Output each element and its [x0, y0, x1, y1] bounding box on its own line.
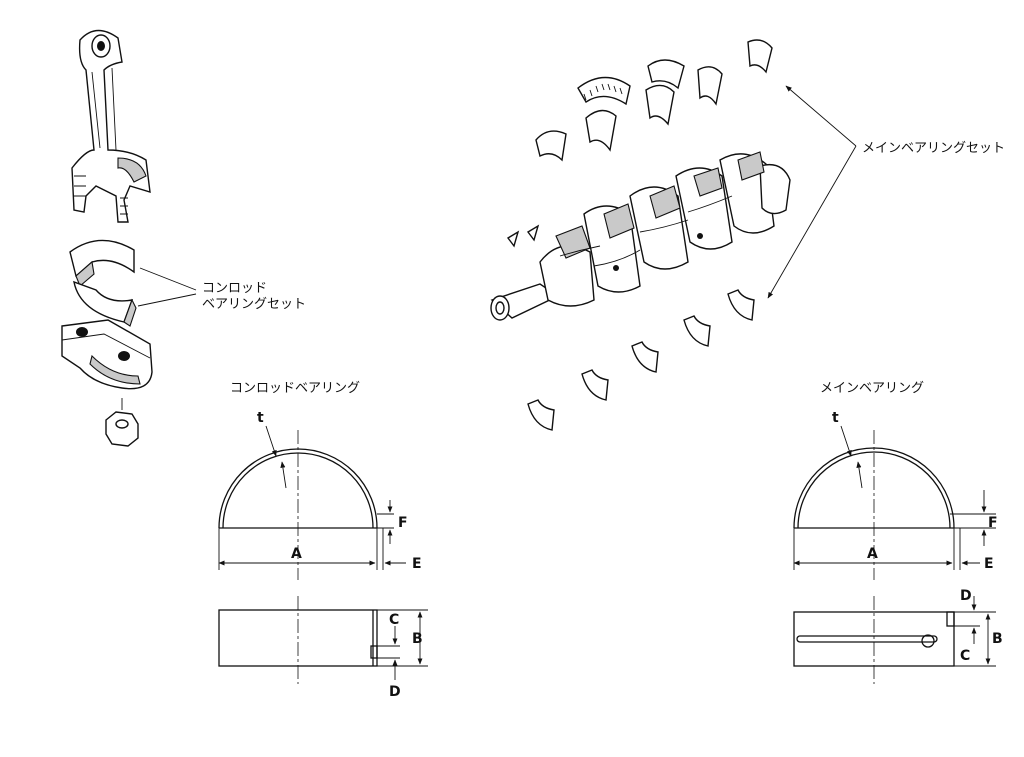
- dim-B-conrod: B: [412, 631, 423, 647]
- dim-F-main: F: [988, 515, 998, 531]
- conrod-cap-illustration: [61, 319, 153, 390]
- conrod-bearing-set-callout: コンロッド ベアリングセット: [137, 267, 306, 312]
- dim-A-conrod: A: [291, 546, 302, 562]
- conrod-bearing-shells-illustration: [69, 239, 137, 327]
- conrod-bearing-set-label-line2: ベアリングセット: [202, 297, 306, 312]
- crankshaft-illustration: [490, 151, 791, 321]
- dim-A-main: A: [867, 546, 878, 562]
- conrod-nut-illustration: [105, 398, 139, 447]
- dim-B-main: B: [992, 631, 1003, 647]
- dim-E-main: E: [984, 556, 994, 572]
- conrod-bearing-drawing: コンロッドベアリング t A E F C B D: [218, 381, 428, 700]
- dim-C-conrod: C: [389, 612, 399, 628]
- dim-D-main: D: [960, 588, 972, 604]
- main-bearing-set-label: メインベアリングセット: [862, 141, 1005, 156]
- dim-t-conrod: t: [257, 410, 264, 426]
- main-bearing-title: メインベアリング: [820, 381, 924, 396]
- conrod-bearing-title: コンロッドベアリング: [230, 381, 360, 396]
- main-bearing-drawing: メインベアリング t A E F D B C: [793, 381, 1003, 684]
- main-bearing-upper-shells: [535, 39, 773, 162]
- main-bearing-set-callout: メインベアリングセット: [767, 85, 1005, 299]
- main-bearing-lower-shells: [527, 289, 755, 431]
- dim-D-conrod: D: [389, 684, 401, 700]
- dim-t-main: t: [832, 410, 839, 426]
- dim-F-conrod: F: [398, 515, 408, 531]
- conrod-bearing-set-label-line1: コンロッド: [202, 281, 267, 296]
- dim-E-conrod: E: [412, 556, 422, 572]
- connecting-rod-illustration: [71, 29, 151, 223]
- dim-C-main: C: [960, 648, 970, 664]
